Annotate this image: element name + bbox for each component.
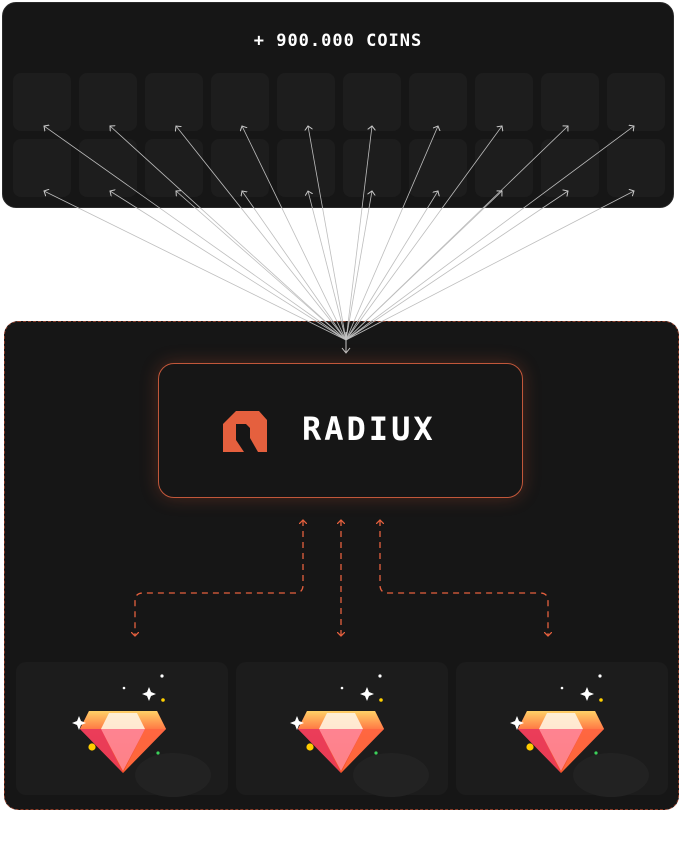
- coin-slot: [277, 73, 335, 131]
- coin-slot: [13, 139, 71, 197]
- coin-slot: [13, 73, 71, 131]
- arrow-line: [110, 191, 347, 341]
- coin-slot: [79, 73, 137, 131]
- arrow-line: [242, 191, 347, 341]
- reward-card-1: [16, 662, 228, 795]
- coin-slot: [541, 139, 599, 197]
- coin-slot: [409, 73, 467, 131]
- radiux-hub: [158, 363, 523, 498]
- coin-slot: [343, 139, 401, 197]
- arrow-line: [345, 191, 568, 341]
- coin-slot: [475, 73, 533, 131]
- arrow-line: [345, 191, 372, 341]
- coin-slot: [145, 139, 203, 197]
- coin-slot: [277, 139, 335, 197]
- reward-card-3: [456, 662, 668, 795]
- coin-slot: [409, 139, 467, 197]
- coin-slot: [541, 73, 599, 131]
- coin-slot: [475, 139, 533, 197]
- arrow-line: [176, 191, 347, 341]
- arrow-line: [345, 191, 634, 341]
- arrow-line: [345, 191, 502, 341]
- arrow-line: [308, 191, 347, 341]
- coin-slot: [211, 139, 269, 197]
- brand-name: RADIUX: [302, 410, 436, 448]
- coin-slot: [343, 73, 401, 131]
- coins-panel: + 900.000 COINS: [2, 2, 674, 208]
- coin-slot: [607, 139, 665, 197]
- coin-slot: [607, 73, 665, 131]
- coin-slot: [79, 139, 137, 197]
- coin-slot: [145, 73, 203, 131]
- arrow-line: [44, 191, 347, 341]
- coin-slot: [211, 73, 269, 131]
- arrow-line: [345, 191, 438, 341]
- coins-title: + 900.000 COINS: [253, 31, 423, 51]
- reward-card-2: [236, 662, 448, 795]
